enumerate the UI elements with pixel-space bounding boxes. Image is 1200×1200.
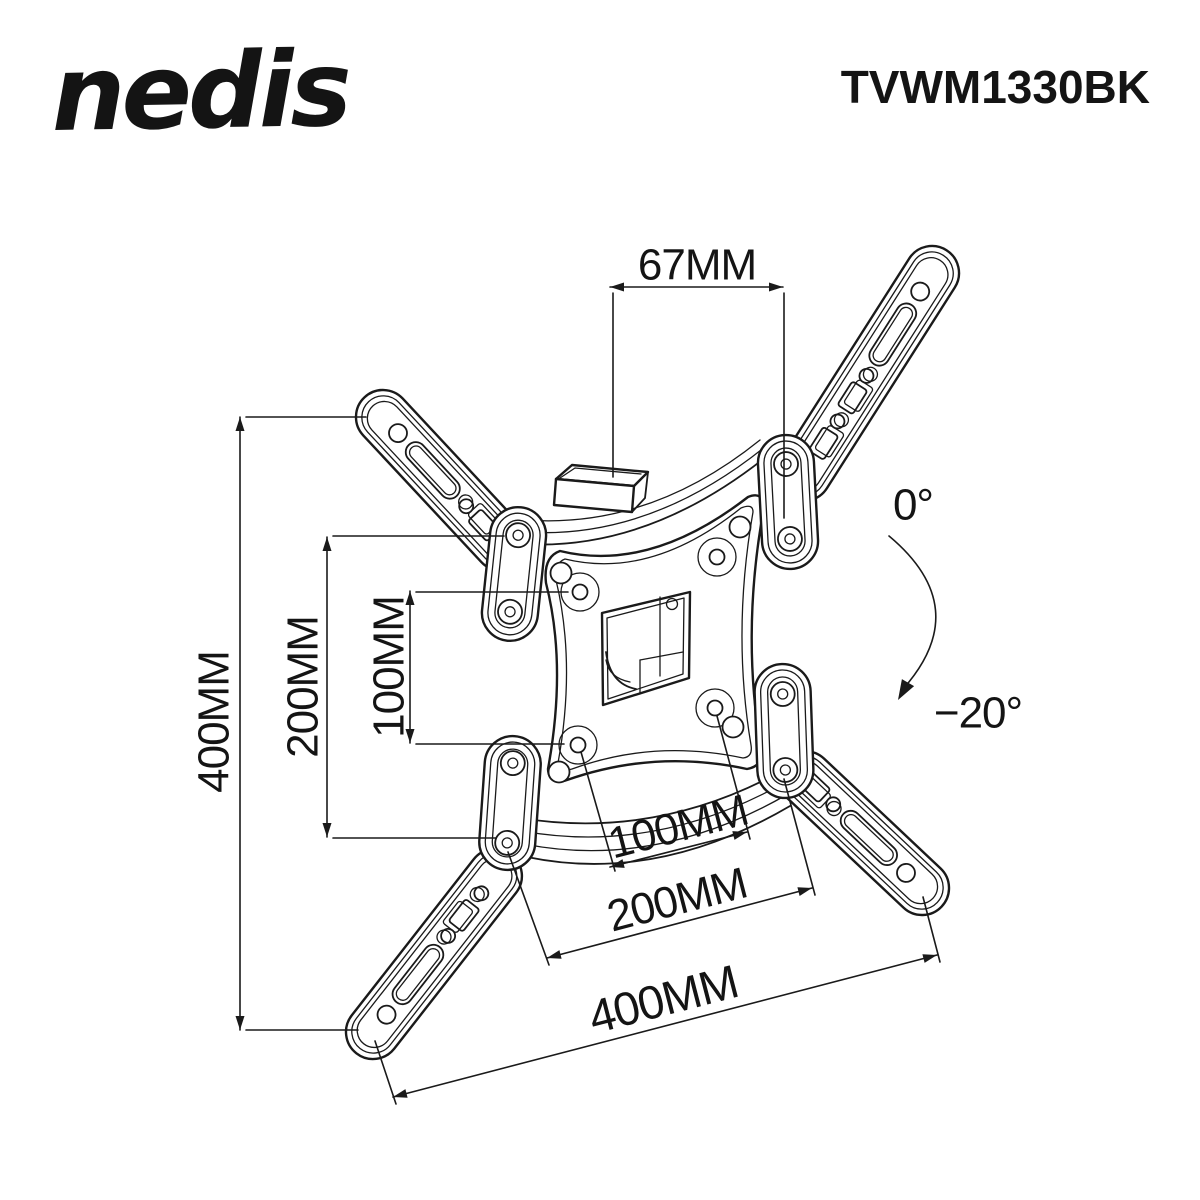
joint-pad-bottom-right xyxy=(753,662,815,800)
pad-screw xyxy=(769,681,796,707)
pad-screw xyxy=(777,526,803,552)
dim-label-100mm-left: 100MM xyxy=(365,596,414,738)
tilt-arrow-icon xyxy=(898,679,915,700)
joint-pad-top-right xyxy=(756,433,820,571)
arm-hole xyxy=(473,885,490,902)
dim-left-400: 400MM xyxy=(190,416,367,1031)
arm-slot xyxy=(808,426,839,460)
pad-screw xyxy=(773,451,799,477)
joint-pad-top-left xyxy=(480,506,548,642)
arm-long-slot xyxy=(868,302,918,367)
tilt-indicator: 0° −20° xyxy=(888,481,1023,738)
dim-label-200mm-left: 200MM xyxy=(279,616,328,758)
tilt-label-minus20deg: −20° xyxy=(934,689,1022,738)
arm-slot xyxy=(448,899,480,932)
arm-slot xyxy=(837,381,868,415)
pad-screw xyxy=(499,750,526,776)
pad-screw xyxy=(505,522,531,549)
pad-screw xyxy=(494,830,521,856)
dim-label-67mm: 67MM xyxy=(638,241,756,290)
plate-corner-hole xyxy=(549,561,573,585)
arm-long-slot xyxy=(391,943,445,1006)
vesa-hole-top-right xyxy=(708,548,726,566)
arm-long-slot xyxy=(839,809,898,866)
plate-corner-hole xyxy=(728,515,752,539)
dim-label-400mm-bottom: 400MM xyxy=(583,954,743,1043)
dim-left-200: 200MM xyxy=(279,535,505,839)
wall-plate-bottom-band xyxy=(519,771,791,865)
dim-label-400mm-left: 400MM xyxy=(190,651,239,793)
dim-left-100: 100MM xyxy=(365,590,569,745)
arm-end-hole xyxy=(910,281,931,302)
dim-label-100mm-bottom: 100MM xyxy=(603,786,752,869)
arm-end-hole xyxy=(896,863,916,883)
product-code: TVWM1330BK xyxy=(841,61,1150,113)
tilt-arc xyxy=(888,535,937,690)
vesa-hole-top-left xyxy=(571,583,589,601)
pad-screw xyxy=(772,757,799,783)
arm-end-hole xyxy=(388,423,408,443)
vesa-hole-bottom-right xyxy=(706,699,724,717)
plate-corner-hole xyxy=(547,760,571,784)
bracket-drawing xyxy=(344,244,961,1061)
brand-logo: nedis xyxy=(50,28,350,155)
dim-label-200mm-bottom: 200MM xyxy=(602,859,751,942)
plate-center-opening xyxy=(600,590,692,707)
arm-end-hole xyxy=(376,1004,397,1025)
joint-pad-bottom-left xyxy=(478,734,542,872)
dim-top-width: 67MM xyxy=(609,241,785,519)
wall-hook-tab xyxy=(552,463,650,514)
vesa-hole-bottom-left xyxy=(569,736,587,754)
tilt-label-0deg: 0° xyxy=(893,481,933,530)
pad-screw xyxy=(497,598,523,625)
plate-corner-hole xyxy=(721,715,745,739)
header: nedis TVWM1330BK xyxy=(50,28,1150,155)
arm-long-slot xyxy=(404,441,461,500)
vesa-plate xyxy=(544,494,766,784)
bracket-arm-bottom-left xyxy=(344,847,524,1061)
